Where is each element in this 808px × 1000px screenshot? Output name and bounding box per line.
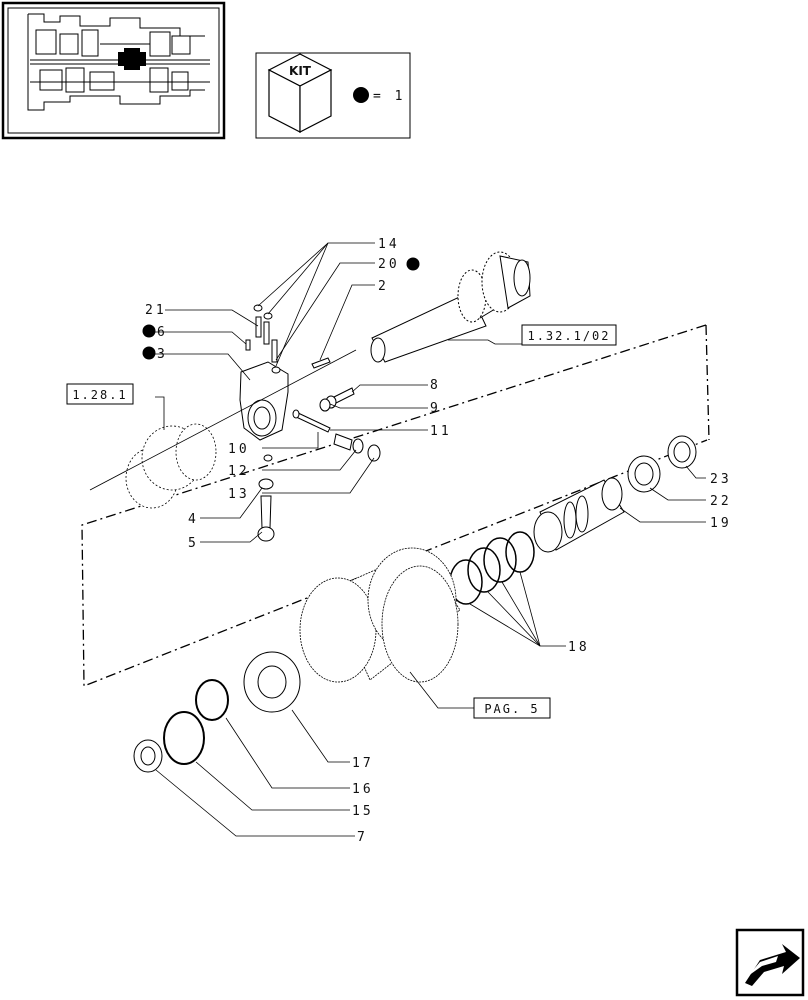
label-23: 23: [710, 472, 732, 487]
label-3: 3: [157, 347, 168, 362]
bearings-right: [627, 435, 697, 493]
kit-equals: = 1: [373, 89, 405, 104]
label-2: 2: [378, 279, 389, 294]
part-labels: 14 20 2 21 6 3 8 9 11 10 12 13 4 5 23 22…: [145, 237, 732, 845]
assembly-boundary: [81, 324, 710, 687]
kit-marker-20: [406, 257, 420, 271]
next-page-button[interactable]: [735, 928, 805, 997]
kit-badge: KIT: [289, 64, 312, 78]
gear-part: [125, 423, 217, 509]
ref-box-1-32-1-02[interactable]: 1.32.1/02: [521, 324, 617, 346]
ref-box-pag-5[interactable]: PAG. 5: [473, 697, 551, 719]
arrow-right-icon: [745, 944, 800, 986]
ref-1-28-1[interactable]: 1.28.1: [72, 388, 127, 402]
label-21: 21: [145, 303, 167, 318]
label-13: 13: [228, 487, 250, 502]
detent-parts: [292, 387, 381, 462]
label-22: 22: [710, 494, 732, 509]
label-8: 8: [430, 378, 441, 393]
kit-legend: KIT = 1: [255, 52, 411, 139]
label-14: 14: [378, 237, 400, 252]
label-16: 16: [352, 782, 374, 797]
fork-part: [239, 304, 331, 542]
label-17: 17: [352, 756, 374, 771]
leader-lines: [89, 242, 706, 837]
clutch-pack: [299, 547, 461, 683]
label-5: 5: [188, 536, 199, 551]
kit-marker-6: [142, 324, 156, 338]
label-18: 18: [568, 640, 590, 655]
bearings-left: [133, 651, 301, 773]
label-20: 20: [378, 257, 400, 272]
hub-part: [533, 477, 625, 553]
label-19: 19: [710, 516, 732, 531]
kit-dot-icon: [353, 87, 369, 103]
label-15: 15: [352, 804, 374, 819]
label-11: 11: [430, 424, 452, 439]
label-7: 7: [357, 830, 368, 845]
ref-1-32-1-02[interactable]: 1.32.1/02: [527, 329, 610, 343]
assembly-thumbnail[interactable]: [1, 1, 226, 140]
label-12: 12: [228, 464, 250, 479]
label-9: 9: [430, 401, 441, 416]
label-10: 10: [228, 442, 250, 457]
ref-box-1-28-1[interactable]: 1.28.1: [66, 383, 134, 405]
kit-marker-3: [142, 346, 156, 360]
label-6: 6: [157, 325, 168, 340]
seal-rings: [449, 531, 535, 605]
shaft-part: [370, 251, 531, 363]
ref-pag-5[interactable]: PAG. 5: [484, 702, 539, 716]
label-4: 4: [188, 512, 199, 527]
kit-cube-icon: [267, 53, 333, 133]
